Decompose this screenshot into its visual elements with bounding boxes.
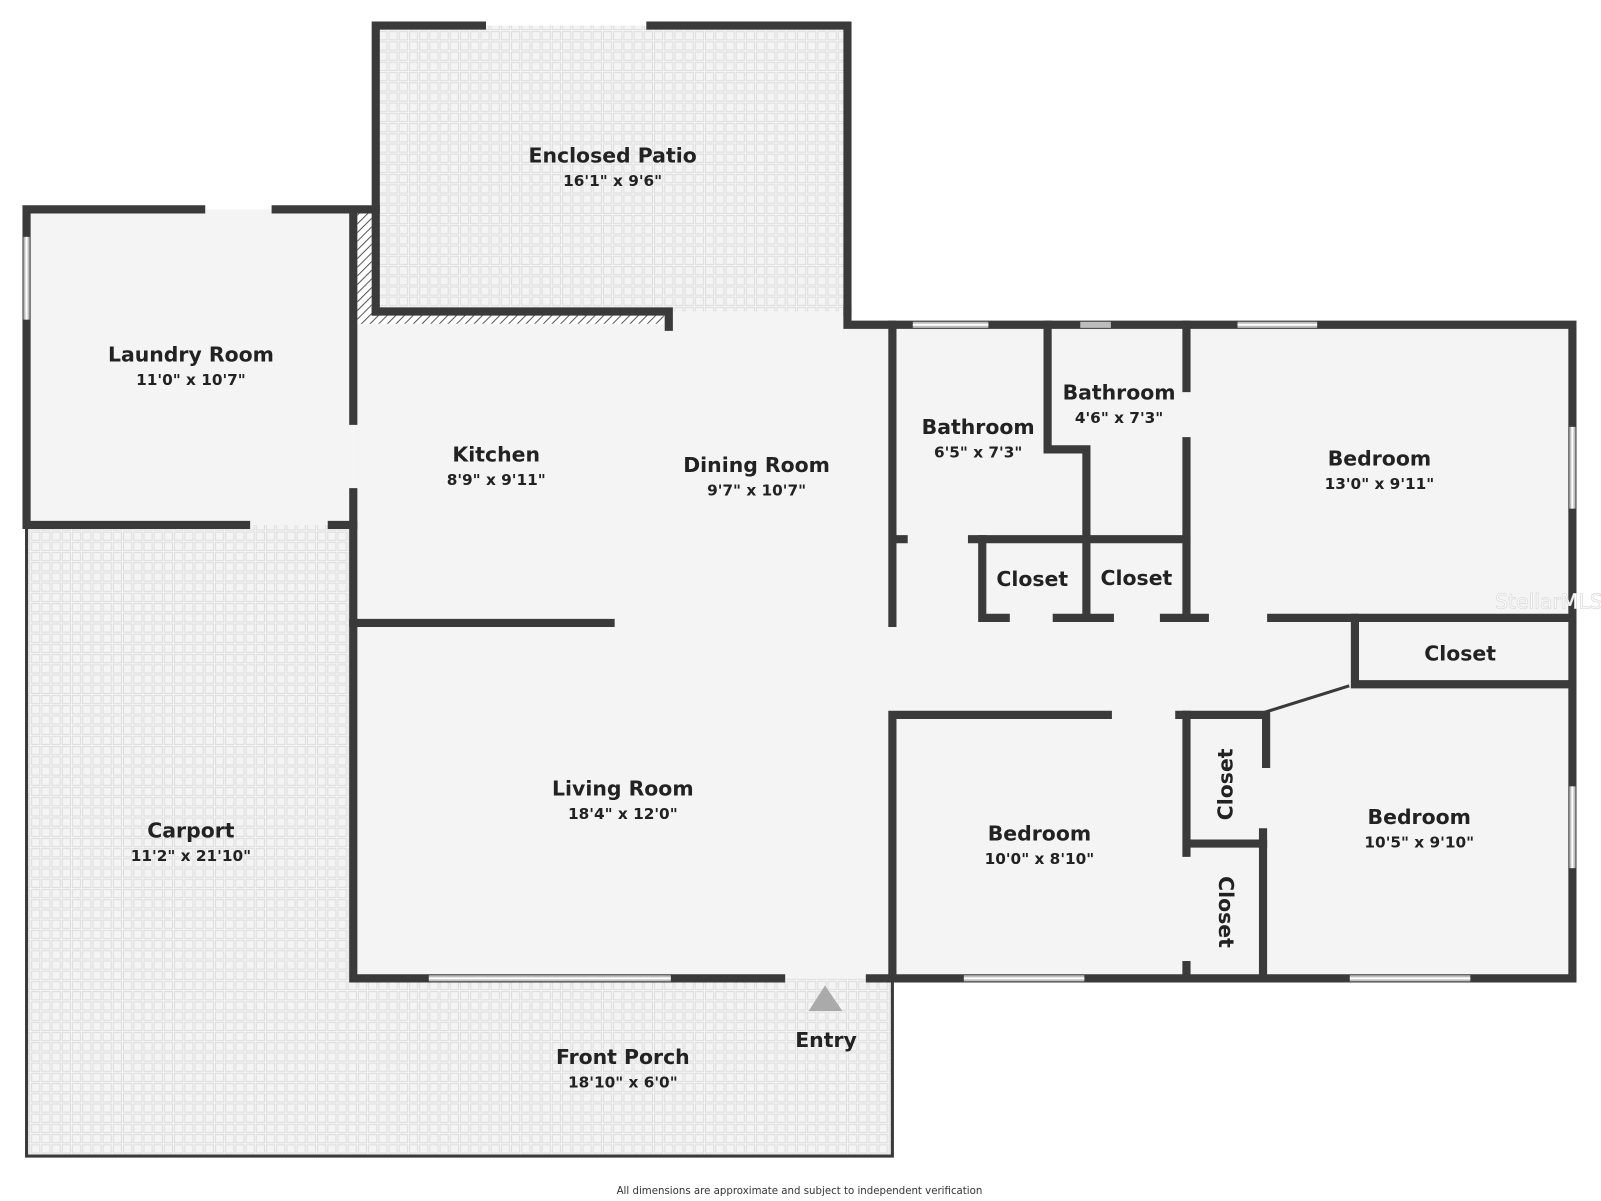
svg-text:Bedroom: Bedroom [1368,805,1471,829]
svg-text:Dining Room: Dining Room [683,453,830,477]
patio-floor [375,25,848,312]
hatched-wall [357,211,372,324]
svg-text:10'5" x 9'10": 10'5" x 9'10" [1364,834,1474,852]
svg-text:16'1" x 9'6": 16'1" x 9'6" [563,172,662,190]
svg-text:Kitchen: Kitchen [452,443,540,467]
walls [22,21,1577,983]
svg-text:10'0" x 8'10": 10'0" x 8'10" [985,850,1095,868]
svg-text:4'6" x 7'3": 4'6" x 7'3" [1075,409,1163,427]
room-closet-5: Closet [1214,876,1238,948]
hatched-wall [357,313,664,324]
porch-floor [353,978,893,1157]
svg-text:6'5" x 7'3": 6'5" x 7'3" [934,444,1022,462]
svg-text:Enclosed Patio: Enclosed Patio [529,143,697,167]
room-dining: Dining Room 9'7" x 10'7" [683,453,830,499]
room-bedroom-2: Bedroom 10'0" x 8'10" [985,821,1095,867]
watermark: StellarMLS [1495,590,1601,614]
svg-text:Bedroom: Bedroom [988,821,1091,845]
svg-text:11'2" x 21'10": 11'2" x 21'10" [131,847,251,865]
room-bedroom-3: Bedroom 10'5" x 9'10" [1364,805,1474,851]
windows [23,236,1576,982]
svg-text:18'10" x 6'0": 18'10" x 6'0" [568,1074,678,1092]
room-closet-1: Closet [996,567,1068,591]
room-kitchen: Kitchen 8'9" x 9'11" [447,443,546,489]
svg-text:18'4" x 12'0": 18'4" x 12'0" [568,805,678,823]
room-front-porch: Front Porch 18'10" x 6'0" [556,1045,690,1091]
house-floor [353,311,1573,979]
svg-text:13'0" x 9'11": 13'0" x 9'11" [1325,475,1435,493]
room-closet-4: Closet [1213,748,1237,820]
disclaimer-footer: All dimensions are approximate and subje… [617,1186,983,1197]
svg-text:Laundry Room: Laundry Room [108,343,274,367]
carport-floor [26,524,354,1157]
room-bedroom-1: Bedroom 13'0" x 9'11" [1325,447,1435,493]
svg-text:11'0" x 10'7": 11'0" x 10'7" [136,371,246,389]
room-bathroom-2: Bathroom 4'6" x 7'3" [1063,380,1176,426]
room-closet-2: Closet [1101,566,1173,590]
svg-text:Bathroom: Bathroom [922,415,1035,439]
svg-text:Bedroom: Bedroom [1328,447,1431,471]
svg-text:Living Room: Living Room [552,777,694,801]
svg-text:9'7" x 10'7": 9'7" x 10'7" [707,481,806,499]
entry-label: Entry [795,1028,857,1052]
svg-text:Carport: Carport [147,818,234,842]
room-enclosed-patio: Enclosed Patio 16'1" x 9'6" [529,143,697,189]
svg-text:Bathroom: Bathroom [1063,380,1176,404]
svg-text:8'9" x 9'11": 8'9" x 9'11" [447,471,546,489]
laundry-floor [26,209,354,525]
room-bathroom-1: Bathroom 6'5" x 7'3" [922,415,1035,461]
svg-text:Front Porch: Front Porch [556,1045,690,1069]
entry-arrow-icon [808,985,843,1012]
room-carport: Carport 11'2" x 21'10" [131,818,251,864]
room-closet-3: Closet [1424,642,1496,666]
room-living: Living Room 18'4" x 12'0" [552,777,694,823]
room-laundry: Laundry Room 11'0" x 10'7" [108,343,274,389]
